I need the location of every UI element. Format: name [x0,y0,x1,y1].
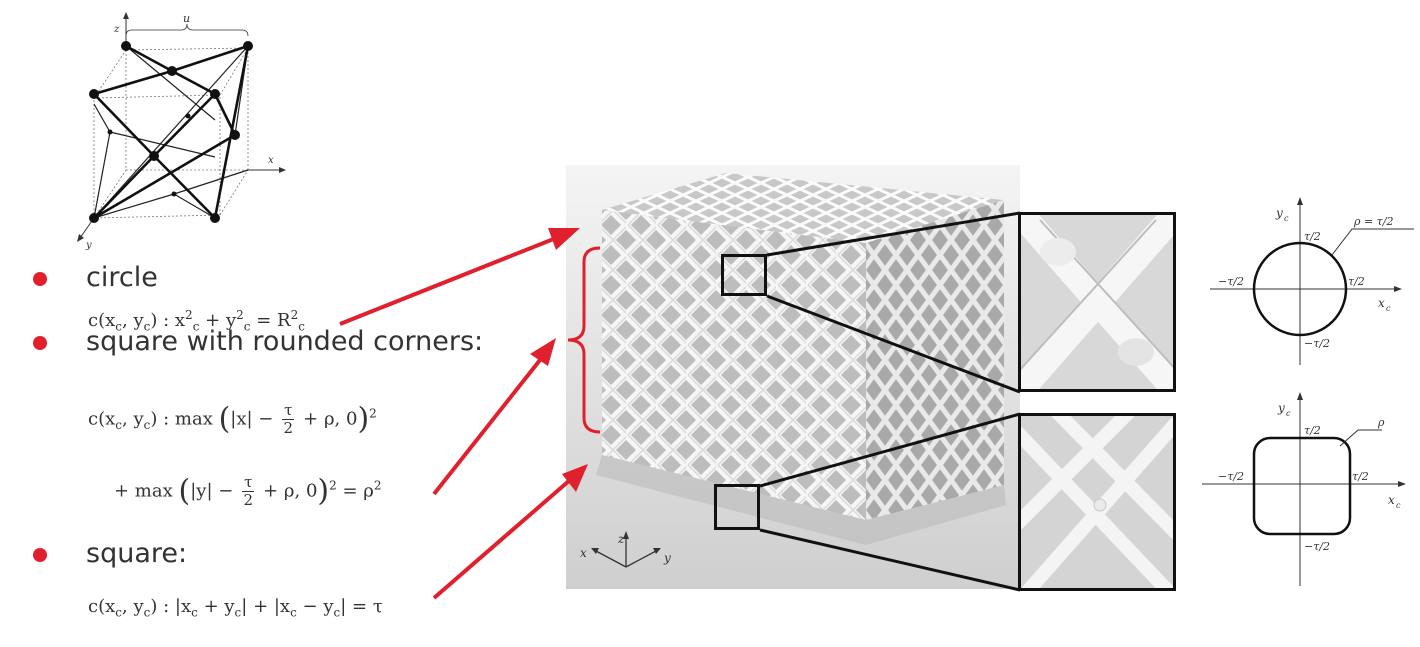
rounded-section-bottom-label: −τ/2 [1304,540,1330,553]
circle-section-right-label: τ/2 [1348,275,1365,288]
rounded-section-rho-leader [1339,429,1382,447]
svg-text:c: c [1284,214,1289,223]
unit-cell-x-label: x [268,155,274,166]
lattice-y-label: y [663,551,671,565]
red-brace [567,246,601,434]
square-formula: c(xc, yc) : |xc + yc| + |xc − yc| = τ [88,596,383,620]
unit-cell-z-label: z [113,24,120,35]
unit-cell-nodes [89,41,253,223]
lattice-z-label: z [617,532,625,546]
circle-formula: c(xc, yc) : x2c + y2c = R2c [88,308,305,334]
zoom-source-box-upper [721,254,767,296]
unit-cell-y-label: y [85,240,92,250]
bullet-rounded-label: square with rounded corners: [86,326,484,357]
lattice-top-face [602,173,1004,243]
bullet-square-dot [33,548,47,562]
unit-cell-dimension-label: u [183,12,190,25]
lattice-axis-triad [595,537,657,568]
unit-cell-diagram: z x y u [77,12,286,250]
circle-section-diagram: y c x c τ/2 τ/2 −τ/2 −τ/2 ρ = τ/2 [1210,197,1414,365]
circle-section-rho-leader [1331,228,1414,256]
svg-text:c: c [1396,501,1401,510]
arrow-rounded [432,358,542,496]
arrow-circle [339,236,557,326]
rounded-section-rho-label: ρ [1377,416,1385,429]
zoom-inset-lower [1018,413,1176,591]
lattice-cube-render: z x y [566,165,1020,589]
circle-section-x-label: x [1378,296,1385,310]
dimension-brace [125,23,249,37]
circle-section-bottom-label: −τ/2 [1304,337,1330,350]
bullet-square-label: square: [86,538,188,569]
rounded-section-x-label: x [1388,493,1395,507]
zoom-inset-upper [1018,212,1176,392]
unit-cell-thin-struts [93,45,249,219]
circle-section-shape [1252,241,1348,337]
rounded-section-right-label: τ/2 [1352,470,1369,483]
lattice-front-face [602,210,866,520]
unit-cell-box [93,47,249,219]
circle-section-y-label: y [1275,206,1283,220]
bullet-circle-dot [33,272,47,286]
circle-section-rho-label: ρ = τ/2 [1353,215,1393,228]
bullet-circle-label: circle [86,262,158,293]
rounded-section-diagram: y c x c τ/2 τ/2 −τ/2 −τ/2 ρ [1202,392,1406,586]
bullet-rounded-dot [33,336,47,350]
arrow-square [432,478,572,600]
rounded-section-shape [1252,436,1352,536]
rounded-section-y-label: y [1277,401,1285,415]
circle-section-left-label: −τ/2 [1218,275,1244,288]
rounded-section-top-label: τ/2 [1304,424,1321,437]
unit-cell-thick-struts [93,44,250,220]
svg-text:c: c [1286,409,1291,418]
rounded-section-left-label: −τ/2 [1218,470,1244,483]
circle-section-top-label: τ/2 [1304,230,1321,243]
lattice-x-label: x [580,546,587,560]
svg-text:c: c [1386,304,1391,313]
zoom-source-box-lower [714,484,760,530]
